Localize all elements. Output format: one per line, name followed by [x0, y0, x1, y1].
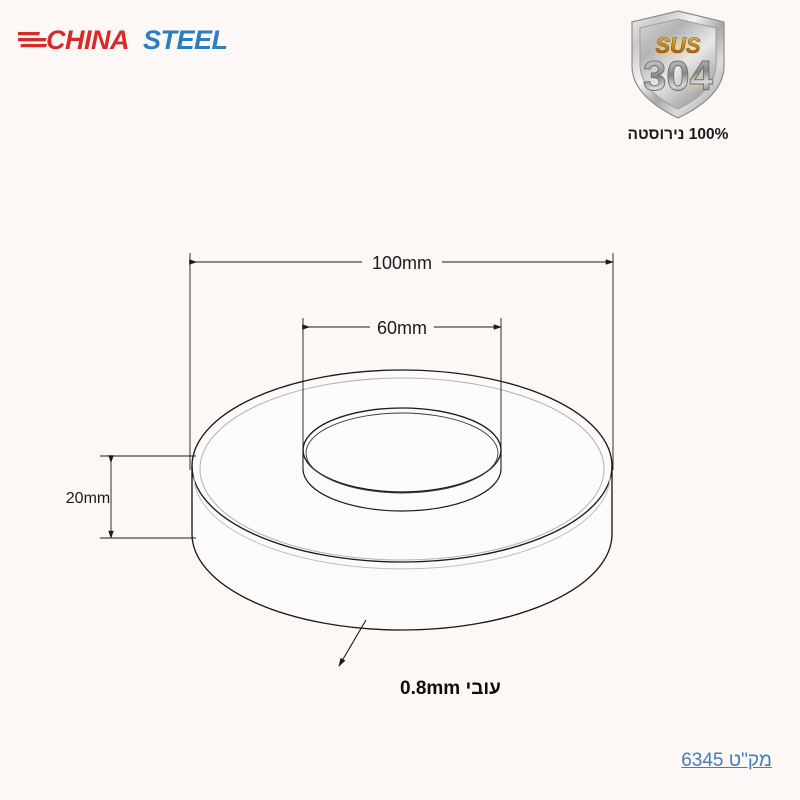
ring-outer-bottom-edge — [191, 533, 613, 631]
brand-logo: CHINA STEEL — [18, 16, 248, 62]
ring-hole-wall-thickness-line — [305, 412, 499, 494]
dimension-height: 20mm — [66, 455, 196, 539]
brand-name-steel: STEEL — [143, 25, 228, 55]
shield-glow — [646, 34, 698, 62]
brand-logo-graphic: CHINA STEEL — [18, 25, 228, 55]
dimension-outer-diameter: 100mm — [189, 253, 614, 470]
shield-glow-lower — [680, 72, 712, 92]
brand-name-china: CHINA — [46, 25, 129, 55]
dim-100-label: 100mm — [372, 253, 432, 273]
logo-speed-lines — [18, 32, 48, 48]
ring-wall-highlight — [193, 475, 611, 570]
material-badge: SUS 304 100% נירוסטה — [618, 8, 738, 144]
badge-grade-prefix: SUS — [655, 33, 701, 58]
sku-link[interactable]: מק"ט 6345 — [681, 750, 772, 771]
shield-icon: SUS 304 — [631, 10, 725, 119]
dim-60-label: 60mm — [377, 318, 427, 338]
ring-body — [191, 369, 613, 631]
callout-label: עובי 0.8mm — [400, 678, 501, 699]
ring-hole-fill — [303, 408, 501, 492]
dim-20-label: 20mm — [66, 490, 110, 507]
dimension-inner-diameter: 60mm — [302, 318, 502, 455]
badge-caption: 100% נירוסטה — [627, 126, 729, 143]
ring-hole-bottom-arc — [302, 468, 502, 512]
ring-outer-wall — [192, 466, 612, 630]
ring-top-rim-offset — [199, 377, 605, 561]
badge-grade-number: 304 — [643, 52, 714, 99]
callout-leader-line — [338, 619, 367, 667]
callout-wall-thickness: עובי 0.8mm — [338, 619, 501, 699]
